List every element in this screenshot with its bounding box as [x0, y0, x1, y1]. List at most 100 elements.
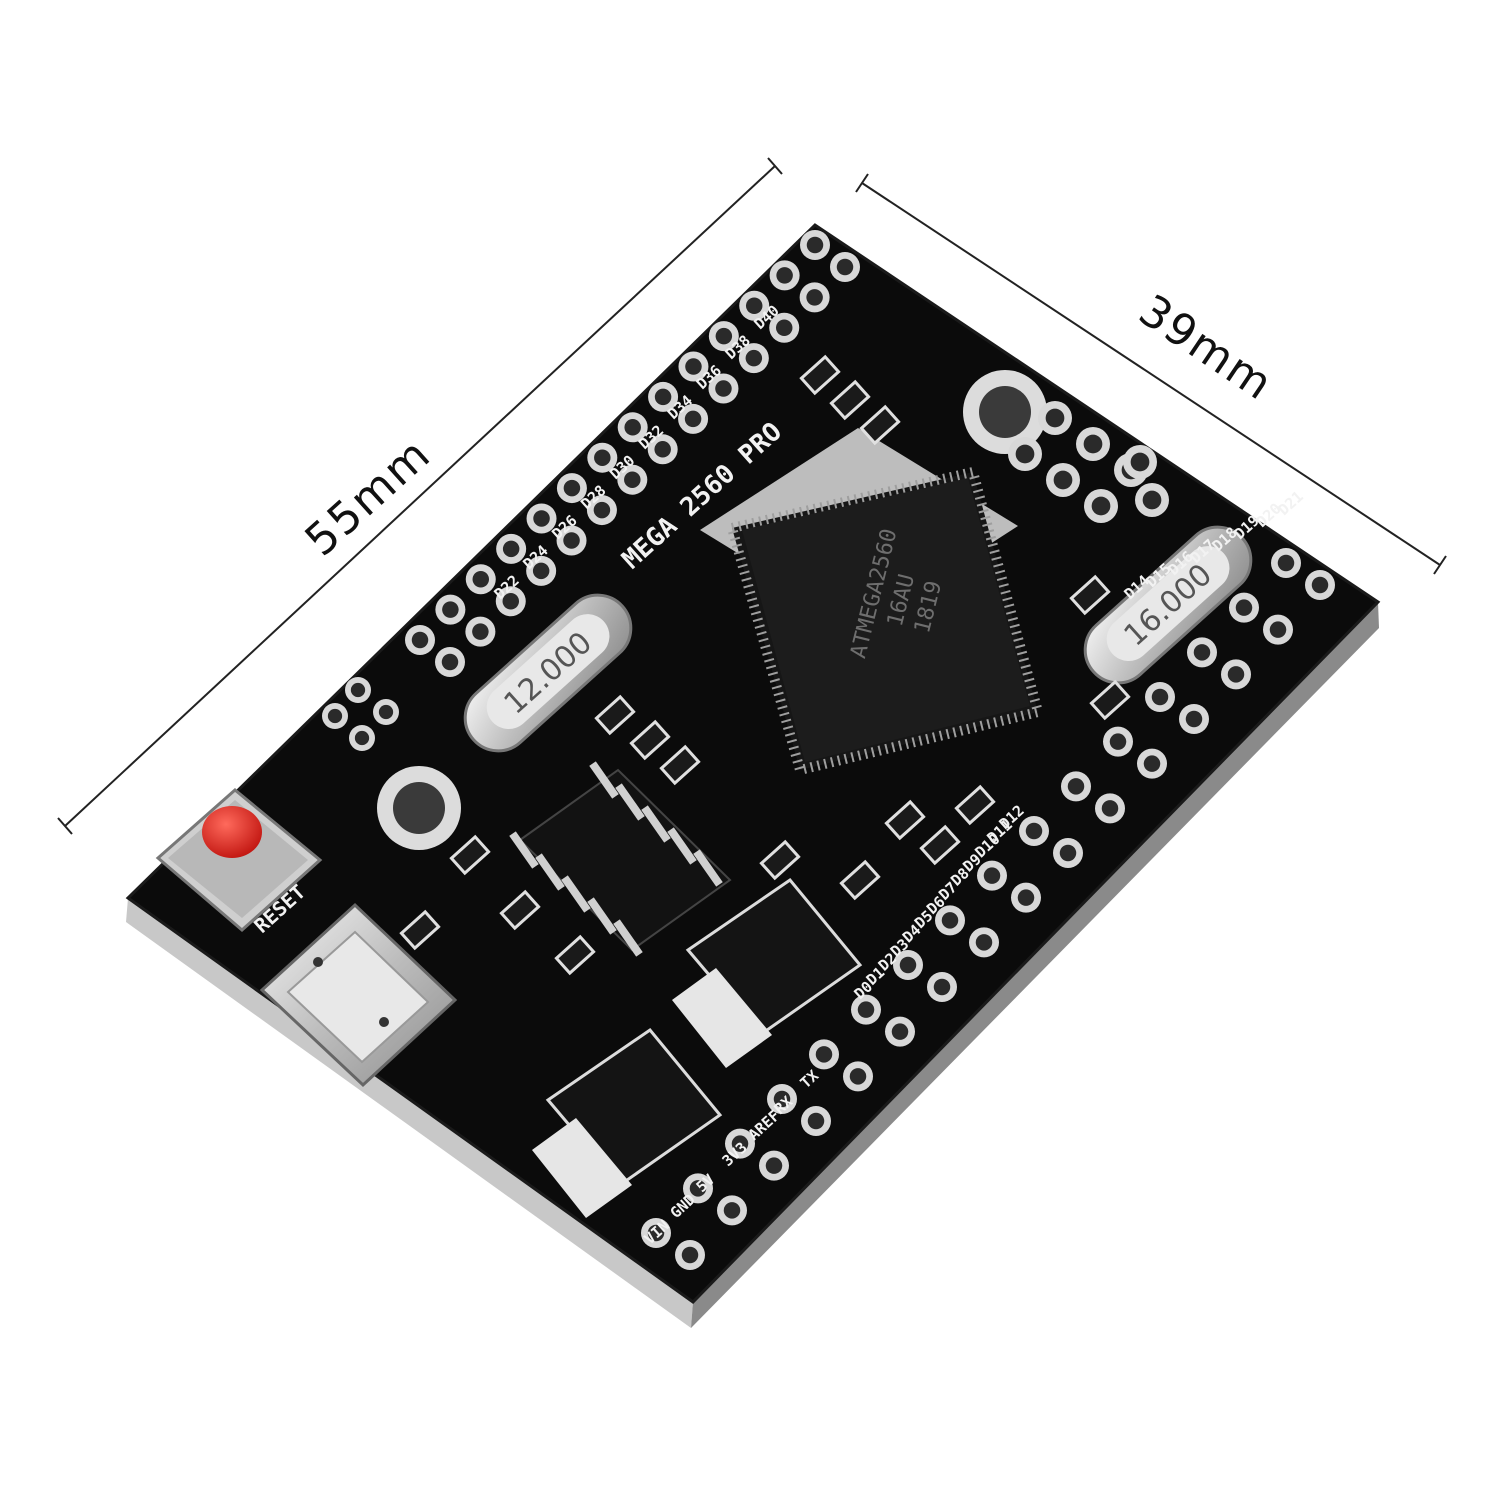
voltage-regulator-2 — [532, 1027, 723, 1218]
header-pad — [935, 905, 965, 936]
header-pad — [1084, 489, 1118, 523]
header-pad — [526, 503, 557, 534]
header-pad — [495, 586, 526, 617]
header-pad — [725, 1128, 755, 1159]
header-pad — [830, 252, 860, 282]
header-pad — [767, 1084, 797, 1114]
header-pad — [769, 260, 800, 291]
smd-component — [1089, 679, 1131, 721]
header-pad — [799, 282, 830, 313]
header-pad — [1271, 548, 1301, 578]
header-pad — [648, 381, 679, 412]
header-pad — [1137, 748, 1167, 779]
header-pad — [885, 1016, 915, 1047]
header-pad — [1103, 726, 1133, 757]
crystal-right: 16.000 — [1083, 525, 1253, 685]
header-pad — [708, 321, 739, 352]
micro-usb-port[interactable] — [259, 902, 458, 1088]
smd-component — [954, 784, 996, 826]
header-pad — [435, 647, 465, 677]
header-pad — [893, 950, 923, 980]
header-pad — [373, 699, 399, 725]
smd-component — [859, 404, 901, 446]
header-pad — [1053, 838, 1083, 868]
smd-component — [399, 909, 441, 951]
header-pad — [1135, 483, 1169, 517]
header-pad — [1019, 816, 1049, 846]
header-pad — [1008, 437, 1042, 471]
smd-component — [919, 824, 961, 866]
header-pad — [708, 373, 739, 404]
header-pad — [345, 677, 371, 703]
header-pad — [851, 994, 881, 1025]
header-pad — [1305, 570, 1335, 600]
header-pad — [641, 1218, 671, 1248]
header-pad — [927, 972, 957, 1002]
header-pad — [617, 412, 648, 443]
header-pad — [1061, 771, 1091, 802]
header-pad — [738, 343, 769, 374]
smd-component — [759, 839, 801, 881]
header-pad — [1187, 637, 1217, 668]
smd-component — [554, 934, 596, 976]
mounting-hole-top — [963, 370, 1047, 454]
smd-component — [629, 719, 671, 761]
mcu-chip: ATMEGA2560 16AU 1819 — [700, 428, 1045, 777]
smd-component — [839, 859, 881, 901]
header-pad — [1011, 882, 1041, 913]
header-pad — [969, 927, 999, 958]
header-pad — [769, 312, 800, 343]
smd-component — [594, 694, 636, 736]
header-pad — [435, 594, 466, 625]
smd-component — [884, 799, 926, 841]
header-pad — [759, 1150, 789, 1181]
reset-button[interactable]: RESET — [155, 788, 323, 938]
header-pad — [739, 290, 770, 321]
header-pad — [678, 403, 709, 434]
header-pad — [675, 1240, 705, 1270]
dimension-label-width: 39mm — [1130, 285, 1283, 411]
header-pad — [1076, 427, 1110, 461]
smd-component — [659, 744, 701, 786]
header-pad — [1263, 614, 1293, 645]
header-pad — [1179, 704, 1209, 734]
header-pad — [809, 1039, 839, 1070]
header-pad — [586, 495, 617, 526]
usb-serial-chip — [509, 761, 732, 957]
header-pad — [556, 473, 587, 504]
mounting-hole-bottom — [377, 766, 461, 850]
voltage-regulator-1 — [672, 877, 863, 1068]
header-pad — [405, 625, 435, 655]
header-pad — [1038, 401, 1072, 435]
header-pad — [647, 434, 678, 465]
header-pad — [1229, 592, 1259, 623]
icsp-header — [1008, 401, 1169, 523]
header-pad — [556, 525, 587, 556]
header-pad — [1221, 659, 1251, 690]
header-pad — [1145, 682, 1175, 712]
header-pad — [465, 616, 496, 647]
header-pad — [465, 564, 496, 595]
header-pad — [717, 1195, 747, 1226]
header-pad — [496, 533, 527, 564]
header-pad — [1046, 463, 1080, 497]
header-pad — [1123, 445, 1157, 479]
header-pad — [587, 442, 618, 473]
header-pad — [683, 1173, 713, 1204]
header-pad — [800, 230, 830, 260]
header-pad-rows — [322, 230, 1335, 1270]
header-pad — [322, 703, 348, 729]
pcb-board: ATMEGA2560 16AU 1819 12.000 16.000 — [125, 223, 1381, 1328]
smd-component — [1069, 574, 1111, 616]
smd-component — [449, 834, 491, 876]
header-pad — [349, 725, 375, 751]
header-pad — [843, 1061, 873, 1092]
header-pad — [801, 1106, 831, 1136]
smd-component — [499, 889, 541, 931]
header-pad — [678, 351, 709, 382]
smd-component — [799, 354, 841, 396]
header-pad — [526, 555, 557, 586]
header-pad — [617, 464, 648, 495]
smd-components — [399, 354, 1131, 976]
